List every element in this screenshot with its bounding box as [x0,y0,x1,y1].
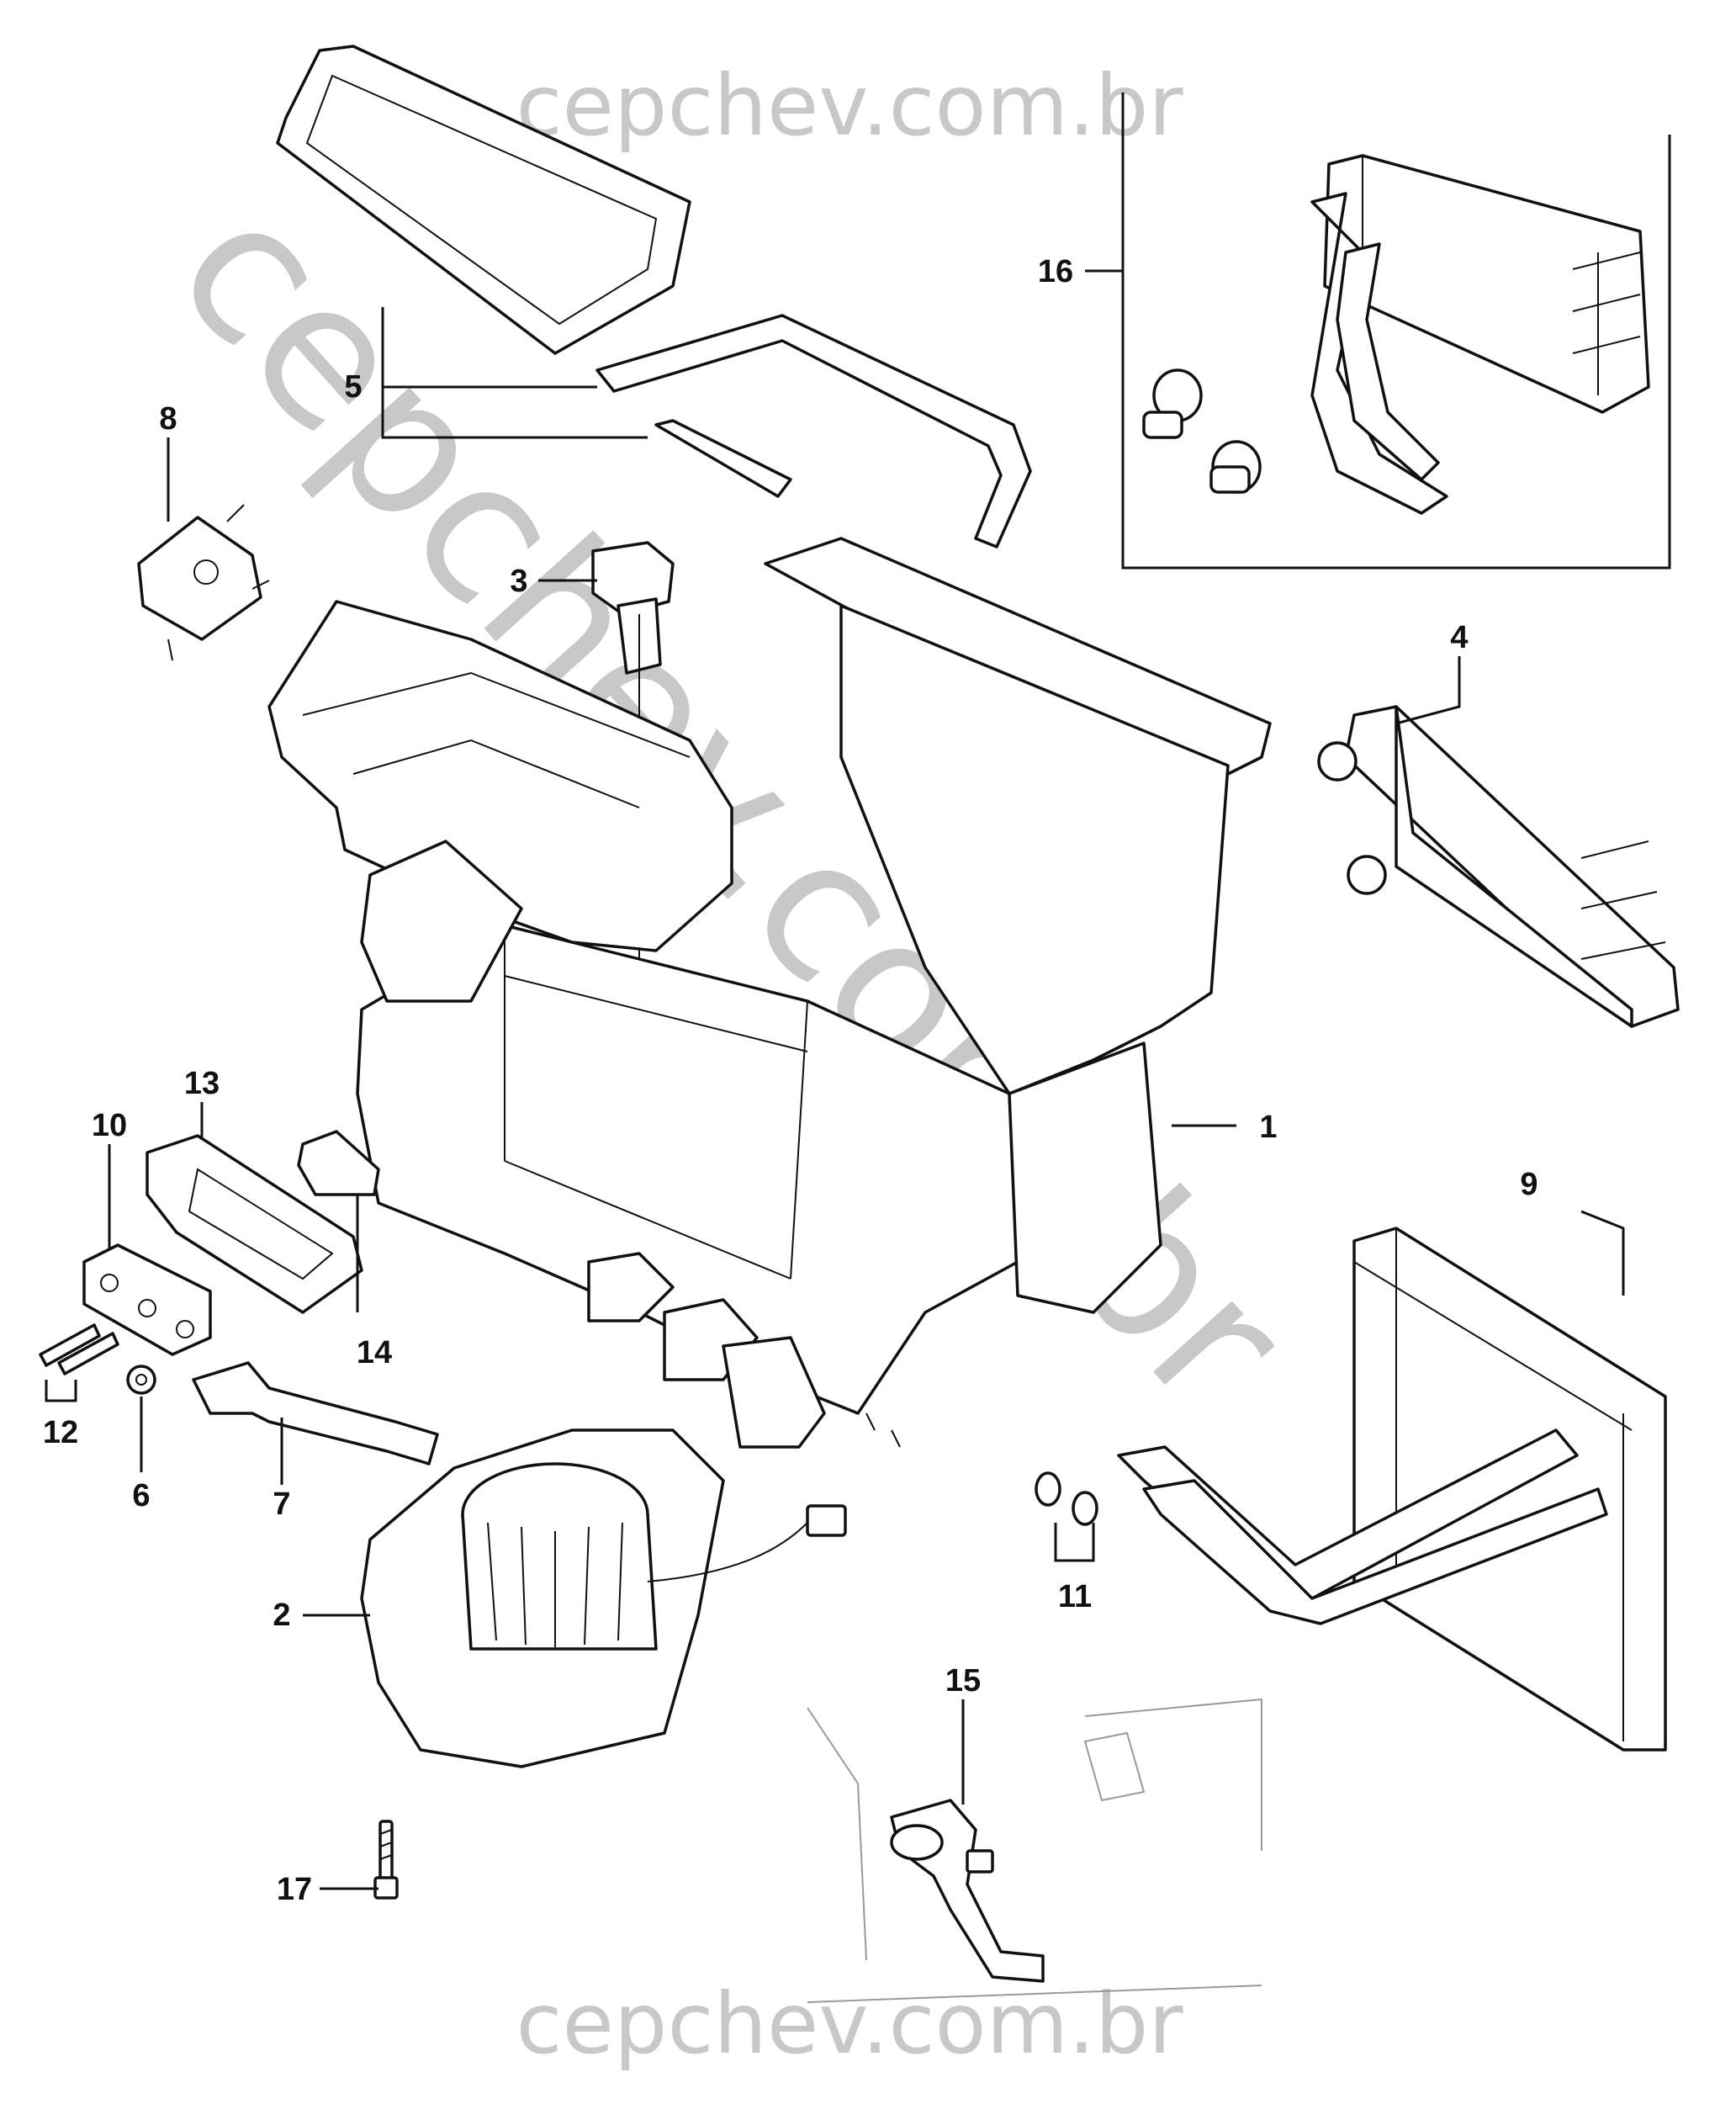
callout-15: 15 [945,1663,981,1699]
callout-9: 9 [1520,1167,1538,1202]
part-13-gasket [146,1102,363,1314]
callout-10: 10 [92,1108,127,1143]
part-6-nut [126,1365,156,1472]
part-1-hvac-housing [267,537,1272,1449]
callout-5: 5 [344,369,362,405]
callout-7: 7 [273,1487,290,1522]
part-12-bolts [39,1323,119,1402]
callout-8: 8 [159,401,177,437]
part-14-bracket [297,1130,380,1312]
part-15-hose-bracket [807,1698,1262,2003]
callout-6: 6 [132,1478,150,1513]
part-5-filter-seal-set [276,45,1032,549]
watermark-bottom: cepchev.com.br [516,1974,1183,2073]
part-2-blower-motor [360,1428,847,1768]
part-16-heater-core-inset [1121,93,1671,570]
part-4-heater-core [1317,705,1680,1028]
part-17-bolt [373,1820,399,1900]
callout-14: 14 [357,1335,392,1370]
part-11-o-rings [1035,1471,1098,1562]
callout-16: 16 [1038,254,1073,289]
leader-lines [167,269,1625,1890]
callout-13: 13 [184,1066,220,1101]
callout-3: 3 [510,564,527,599]
callout-2: 2 [273,1598,290,1633]
part-10-expansion-valve [82,1144,212,1356]
part-7-drain-hose [192,1361,439,1485]
callout-11: 11 [1058,1579,1092,1614]
part-8-actuator [137,504,270,661]
part-9-evaporator [1117,1227,1667,1752]
callout-17: 17 [277,1872,312,1907]
callout-4: 4 [1450,620,1468,655]
callout-12: 12 [43,1415,78,1450]
watermark-top: cepchev.com.br [516,56,1183,155]
callout-1: 1 [1259,1110,1277,1145]
